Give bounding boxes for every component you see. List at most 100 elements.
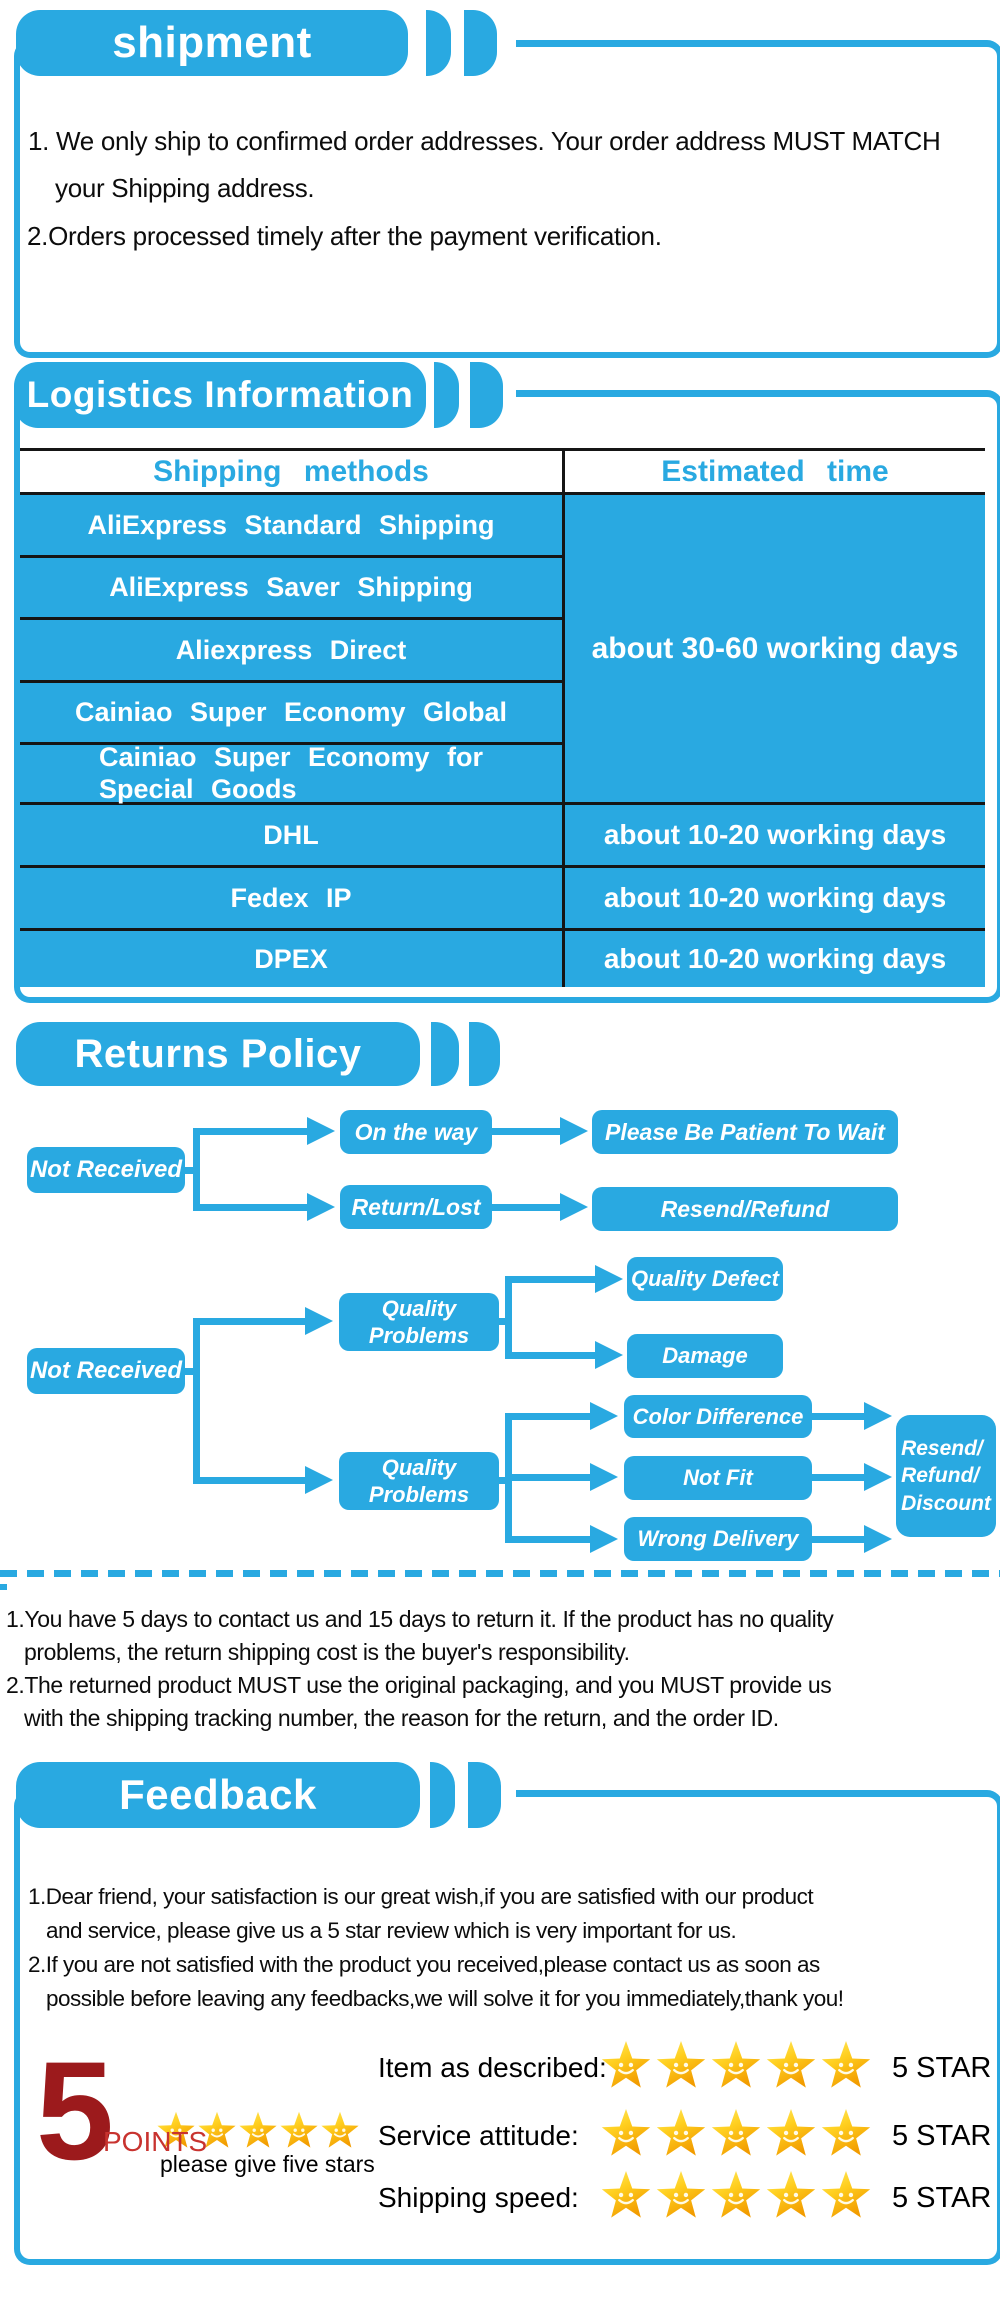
shipment-header-pill: shipment	[16, 10, 408, 76]
flow-node-quality-problems-1: Quality Problems	[339, 1293, 499, 1351]
flow-arrow-icon	[305, 1307, 333, 1335]
smiley-star-icon	[765, 2108, 817, 2160]
feedback-note-line: 1.Dear friend, your satisfaction is our …	[28, 1884, 814, 1909]
returns-note-line: with the shipping tracking number, the r…	[24, 1705, 779, 1731]
five-points-number: 5	[36, 2032, 114, 2189]
flow-node-return-lost: Return/Lost	[340, 1185, 492, 1229]
flow-arrow-icon	[305, 1466, 333, 1494]
flow-node-resend-refund-discount: Resend/ Refund/ Discount	[896, 1415, 996, 1537]
flow-arrow-icon	[307, 1117, 335, 1145]
flow-line	[193, 1318, 200, 1484]
flow-arrow-icon	[590, 1463, 618, 1491]
flow-line	[499, 1477, 509, 1484]
flow-node-on-the-way: On the way	[340, 1110, 492, 1154]
flow-arrow-icon	[590, 1525, 618, 1553]
smiley-star-icon	[238, 2111, 278, 2151]
table-row-method: AliExpress Standard Shipping	[20, 495, 565, 558]
feedback-note-line: possible before leaving any feedbacks,we…	[46, 1986, 844, 2011]
flow-line	[185, 1368, 199, 1375]
rating-label-service-attitude: Service attitude:	[378, 2120, 579, 2151]
feedback-header-pill: Feedback	[16, 1762, 420, 1828]
returns-header-pill: Returns Policy	[16, 1022, 420, 1086]
header-bar-icon	[470, 362, 503, 428]
table-row-method: Aliexpress Direct	[20, 620, 565, 683]
rating-value-service-attitude: 5 STAR	[892, 2120, 992, 2152]
feedback-note-line: and service, please give us a 5 star rev…	[46, 1918, 737, 1943]
rating-stars-shipping-speed	[600, 2170, 872, 2222]
smiley-star-icon	[279, 2111, 319, 2151]
flow-line	[511, 1536, 592, 1543]
flow-line	[199, 1204, 307, 1211]
flow-line	[511, 1474, 592, 1481]
flow-line	[199, 1477, 305, 1484]
flow-line	[812, 1413, 864, 1420]
header-bar-icon	[426, 10, 451, 76]
shipment-title: shipment	[112, 18, 312, 67]
flow-arrow-icon	[864, 1402, 892, 1430]
header-bar-icon	[469, 1022, 500, 1086]
flow-node-damage: Damage	[627, 1334, 783, 1378]
shipment-note-line: 2.Orders processed timely after the paym…	[27, 221, 662, 251]
column-header-estimated-time: Estimated time	[565, 451, 985, 495]
smiley-star-icon	[655, 2040, 707, 2092]
shipment-note-line: your Shipping address.	[55, 173, 315, 203]
shipment-border-mask	[400, 39, 516, 48]
returns-note-line: 2.The returned product MUST use the orig…	[6, 1672, 832, 1698]
flow-node-wrong-delivery: Wrong Delivery	[624, 1517, 812, 1561]
header-bar-icon	[430, 1762, 455, 1828]
smiley-star-icon	[820, 2170, 872, 2222]
logistics-title: Logistics Information	[26, 374, 414, 415]
header-bar-icon	[431, 1022, 459, 1086]
smiley-star-icon	[320, 2111, 360, 2151]
header-bar-icon	[464, 10, 497, 76]
flow-line	[492, 1128, 560, 1135]
table-cell-economy-time: about 30-60 working days	[565, 495, 985, 805]
flow-arrow-icon	[595, 1265, 623, 1293]
table-row-method: DPEX	[20, 931, 565, 987]
smiley-star-icon	[765, 2170, 817, 2222]
returns-note-line: 1.You have 5 days to contact us and 15 d…	[6, 1606, 834, 1632]
flow-arrow-icon	[595, 1341, 623, 1369]
smiley-star-icon	[655, 2108, 707, 2160]
feedback-note-line: 2.If you are not satisfied with the prod…	[28, 1952, 820, 1977]
flow-node-not-received-2: Not Received	[27, 1348, 185, 1394]
rating-label-shipping-speed: Shipping speed:	[378, 2182, 579, 2213]
header-bar-icon	[468, 1762, 501, 1828]
flow-node-not-received-1: Not Received	[27, 1147, 185, 1193]
column-header-shipping-methods: Shipping methods	[20, 451, 565, 495]
flow-line	[492, 1204, 560, 1211]
flow-line	[199, 1318, 305, 1325]
flow-line	[499, 1318, 509, 1325]
smiley-star-icon	[820, 2040, 872, 2092]
shipment-note-line: 1. We only ship to confirmed order addre…	[28, 126, 941, 156]
flow-arrow-icon	[560, 1193, 588, 1221]
table-row-method: AliExpress Saver Shipping	[20, 558, 565, 620]
table-cell-time: about 10-20 working days	[565, 931, 985, 987]
smiley-star-icon	[655, 2170, 707, 2222]
flow-arrow-icon	[864, 1525, 892, 1553]
flow-line	[199, 1128, 307, 1135]
dashed-divider	[0, 1570, 1000, 1577]
flow-node-resend-refund: Resend/Refund	[592, 1187, 898, 1231]
table-cell-time: about 10-20 working days	[565, 805, 985, 868]
five-points-caption: please give five stars	[160, 2151, 375, 2177]
flow-node-not-fit: Not Fit	[624, 1456, 812, 1500]
logistics-header-pill: Logistics Information	[14, 362, 426, 428]
flow-arrow-icon	[307, 1193, 335, 1221]
flow-line	[511, 1276, 595, 1283]
flow-line	[505, 1413, 512, 1543]
returns-note-line: problems, the return shipping cost is th…	[24, 1639, 630, 1665]
smiley-star-icon	[710, 2040, 762, 2092]
smiley-star-icon	[600, 2040, 652, 2092]
dashed-divider-tick	[0, 1584, 7, 1590]
rating-stars-service-attitude	[600, 2108, 872, 2160]
five-points-label: POINTS	[103, 2126, 208, 2157]
rating-label-item-as-described: Item as described:	[378, 2052, 607, 2083]
flow-line	[511, 1413, 592, 1420]
flow-arrow-icon	[864, 1463, 892, 1491]
flow-line	[185, 1167, 199, 1174]
feedback-title: Feedback	[119, 1771, 317, 1818]
returns-title: Returns Policy	[74, 1031, 362, 1076]
table-row-method: Cainiao Super Economy for Special Goods	[20, 742, 565, 805]
